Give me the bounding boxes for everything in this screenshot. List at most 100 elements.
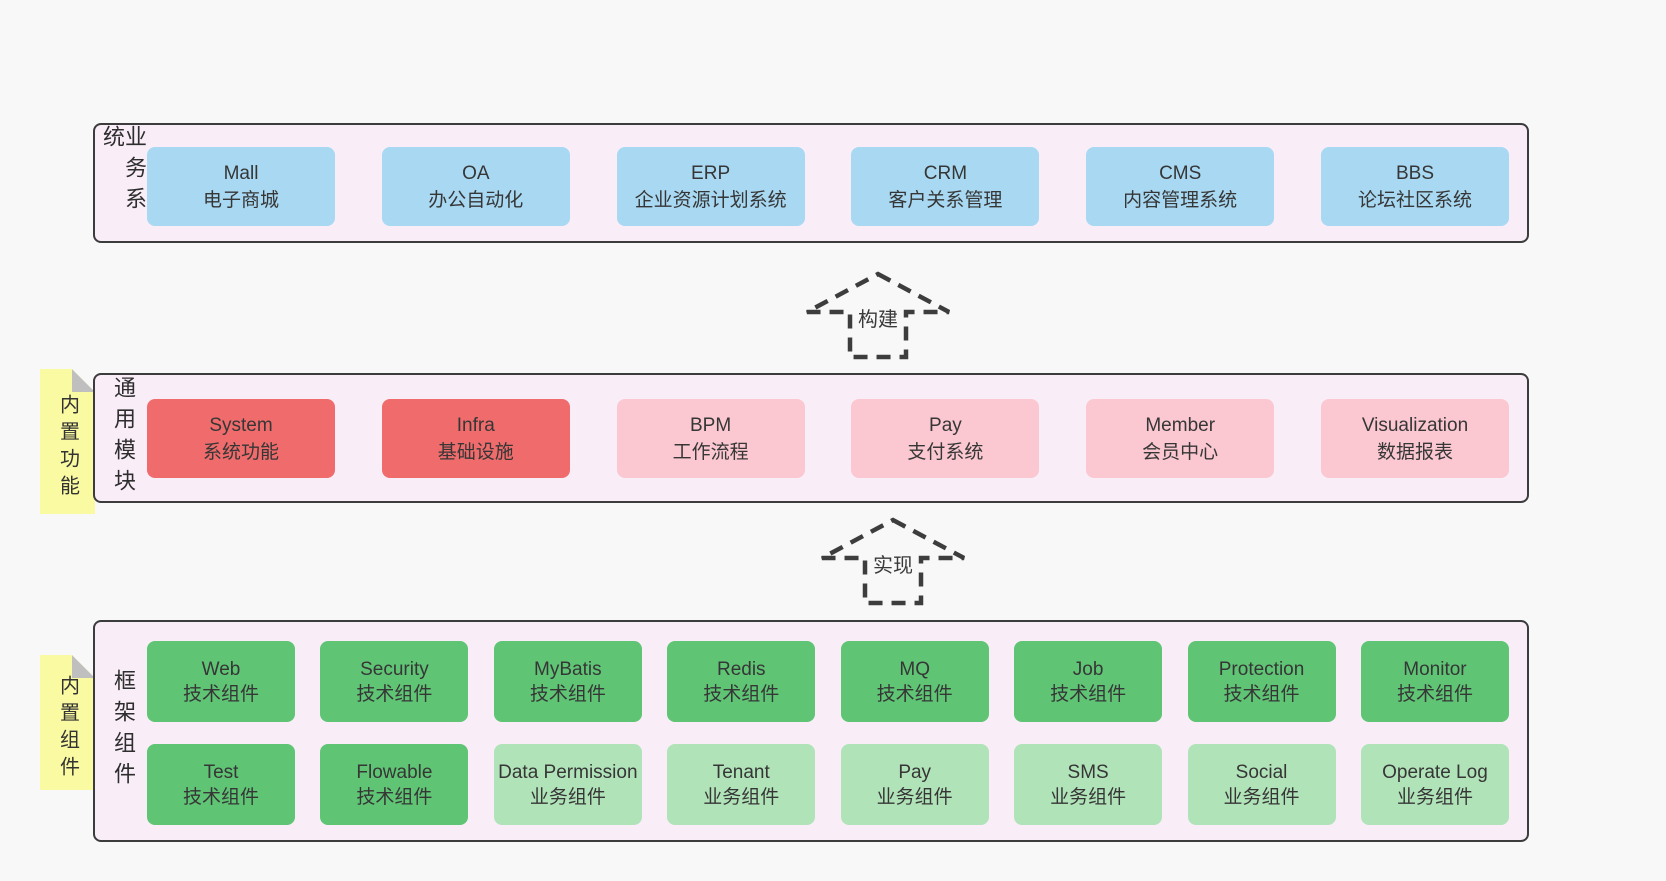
box-cms: CMS 内容管理系统: [1086, 147, 1275, 226]
box-security: Security 技术组件: [320, 641, 469, 722]
box-job-desc: 技术组件: [1050, 683, 1127, 705]
box-job-name: Job: [1072, 658, 1104, 680]
business-systems-label: 业务系统: [100, 125, 147, 218]
box-flowable-name: Flowable: [356, 761, 433, 783]
common-modules-label: 通用模块: [111, 376, 136, 500]
framework-row-2: Test 技术组件 Flowable 技术组件 Data Permission …: [147, 744, 1509, 825]
build-arrow-label: 构建: [855, 302, 901, 333]
box-crm-desc: 客户关系管理: [888, 189, 1003, 211]
business-systems-row: Mall 电子商城 OA 办公自动化 ERP 企业资源计划系统 CRM 客户关系…: [147, 147, 1509, 226]
box-erp-name: ERP: [691, 162, 731, 184]
box-data-permission: Data Permission 业务组件: [493, 744, 642, 825]
box-system: System 系统功能: [147, 399, 335, 478]
box-pay-module-desc: 支付系统: [907, 441, 984, 463]
box-operate-log-name: Operate Log: [1382, 761, 1488, 783]
common-modules-label-wrap: 通用模块: [105, 375, 141, 501]
box-security-desc: 技术组件: [356, 683, 433, 705]
box-tenant: Tenant 业务组件: [667, 744, 816, 825]
box-bbs-desc: 论坛社区系统: [1357, 189, 1472, 211]
implement-arrow: 实现: [820, 517, 966, 607]
box-test-name: Test: [203, 761, 239, 783]
build-arrow: 构建: [805, 271, 951, 361]
box-pay-component: Pay 业务组件: [840, 744, 989, 825]
builtin-features-label: 内置功能: [56, 393, 79, 502]
box-bpm: BPM 工作流程: [616, 399, 805, 478]
box-redis: Redis 技术组件: [667, 641, 816, 722]
box-system-name: System: [209, 414, 273, 436]
box-mq: MQ 技术组件: [840, 641, 989, 722]
folded-corner-icon: [72, 655, 95, 678]
box-social: Social 业务组件: [1187, 744, 1336, 825]
box-mall-desc: 电子商城: [202, 189, 279, 211]
box-mall-name: Mall: [223, 162, 259, 184]
box-pay-component-name: Pay: [898, 761, 932, 783]
box-pay-component-desc: 业务组件: [876, 786, 953, 808]
box-web-desc: 技术组件: [182, 683, 259, 705]
box-oa-name: OA: [462, 162, 490, 184]
up-arrow-icon: [805, 271, 951, 360]
box-bbs: BBS 论坛社区系统: [1320, 147, 1509, 226]
box-social-name: Social: [1235, 761, 1288, 783]
box-sms: SMS 业务组件: [1014, 744, 1163, 825]
box-mybatis-name: MyBatis: [534, 658, 602, 680]
box-mall: Mall 电子商城: [147, 147, 335, 226]
box-infra: Infra 基础设施: [381, 399, 570, 478]
box-protection: Protection 技术组件: [1187, 641, 1336, 722]
builtin-components-label: 内置组件: [56, 674, 79, 783]
box-monitor-desc: 技术组件: [1396, 683, 1473, 705]
box-crm-name: CRM: [923, 162, 968, 184]
common-modules-panel: 通用模块 System 系统功能 Infra 基础设施 BPM 工作流程 Pay…: [93, 373, 1529, 503]
box-flowable: Flowable 技术组件: [320, 744, 469, 825]
box-member-desc: 会员中心: [1142, 441, 1219, 463]
framework-components-label-wrap: 框架组件: [105, 622, 141, 840]
folded-corner-icon: [72, 369, 95, 392]
box-web: Web 技术组件: [147, 641, 295, 722]
box-flowable-desc: 技术组件: [356, 786, 433, 808]
box-infra-desc: 基础设施: [437, 441, 514, 463]
box-data-permission-desc: 业务组件: [529, 786, 606, 808]
box-visualization-name: Visualization: [1361, 414, 1469, 436]
box-cms-name: CMS: [1159, 162, 1202, 184]
box-operate-log: Operate Log 业务组件: [1360, 744, 1509, 825]
box-sms-name: SMS: [1067, 761, 1109, 783]
box-infra-name: Infra: [456, 414, 495, 436]
box-crm: CRM 客户关系管理: [851, 147, 1040, 226]
common-modules-row: System 系统功能 Infra 基础设施 BPM 工作流程 Pay 支付系统…: [147, 399, 1509, 478]
box-erp-desc: 企业资源计划系统: [634, 189, 787, 211]
box-redis-desc: 技术组件: [703, 683, 780, 705]
box-mybatis-desc: 技术组件: [529, 683, 606, 705]
framework-components-panel: 框架组件 Web 技术组件 Security 技术组件 MyBatis 技术组件…: [93, 620, 1529, 842]
box-job: Job 技术组件: [1014, 641, 1163, 722]
box-monitor-name: Monitor: [1403, 658, 1467, 680]
box-oa-desc: 办公自动化: [428, 189, 524, 211]
box-pay-module-name: Pay: [929, 414, 962, 436]
box-visualization-desc: 数据报表: [1376, 441, 1453, 463]
box-member-name: Member: [1145, 414, 1216, 436]
box-security-name: Security: [360, 658, 429, 680]
implement-arrow-label: 实现: [870, 548, 916, 579]
box-test-desc: 技术组件: [182, 786, 259, 808]
box-pay-module: Pay 支付系统: [851, 399, 1040, 478]
box-mybatis: MyBatis 技术组件: [493, 641, 642, 722]
box-erp: ERP 企业资源计划系统: [616, 147, 805, 226]
box-mq-desc: 技术组件: [876, 683, 953, 705]
box-monitor: Monitor 技术组件: [1360, 641, 1509, 722]
box-bpm-name: BPM: [690, 414, 732, 436]
box-sms-desc: 业务组件: [1050, 786, 1127, 808]
builtin-components-tag: 内置组件: [40, 655, 95, 790]
box-mq-name: MQ: [899, 658, 930, 680]
box-data-permission-name: Data Permission: [498, 761, 638, 783]
up-arrow-icon: [820, 517, 966, 606]
box-tenant-desc: 业务组件: [703, 786, 780, 808]
box-web-name: Web: [201, 658, 241, 680]
box-cms-desc: 内容管理系统: [1123, 189, 1238, 211]
box-protection-name: Protection: [1218, 658, 1305, 680]
box-visualization: Visualization 数据报表: [1320, 399, 1509, 478]
business-systems-panel: 业务系统 Mall 电子商城 OA 办公自动化 ERP 企业资源计划系统 CRM…: [93, 123, 1529, 243]
box-protection-desc: 技术组件: [1223, 683, 1300, 705]
box-test: Test 技术组件: [147, 744, 295, 825]
framework-components-label: 框架组件: [111, 669, 136, 793]
framework-row-1: Web 技术组件 Security 技术组件 MyBatis 技术组件 Redi…: [147, 641, 1509, 722]
box-bbs-name: BBS: [1395, 162, 1434, 184]
box-tenant-name: Tenant: [712, 761, 770, 783]
